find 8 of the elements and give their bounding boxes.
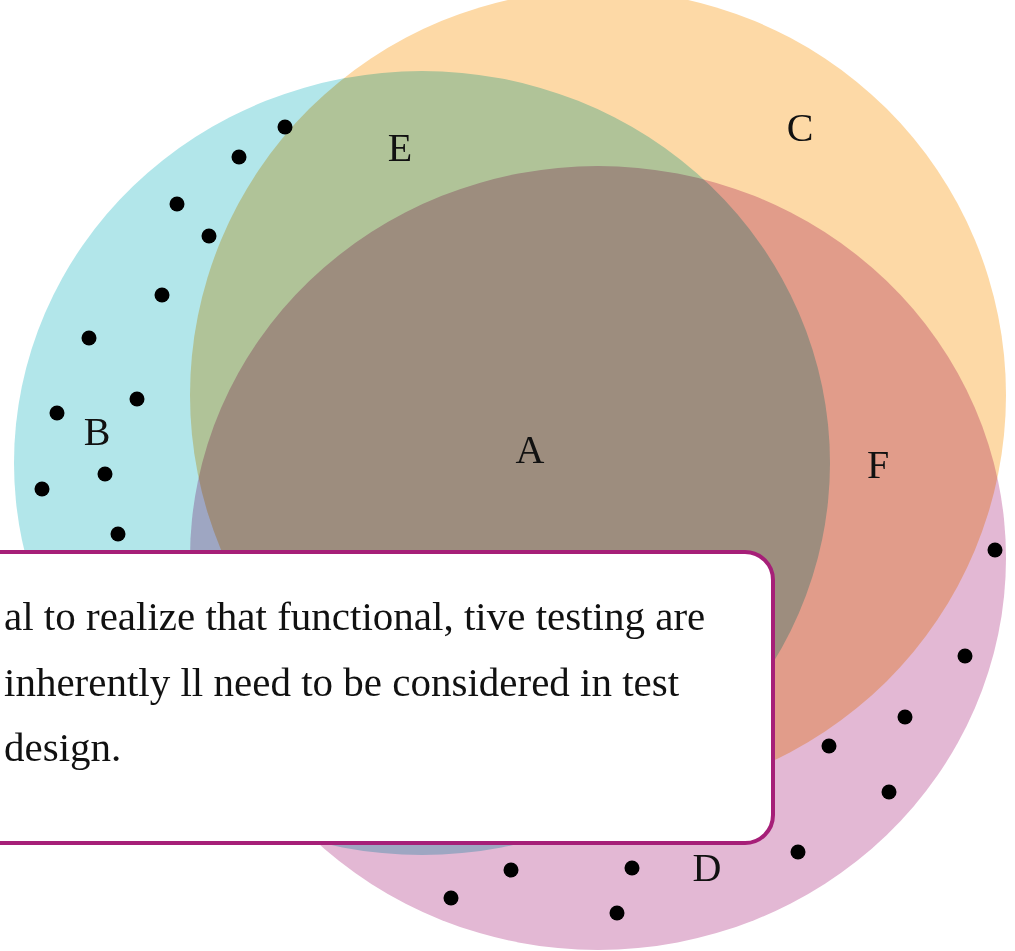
region-label: E [387, 128, 413, 168]
set-label: B [83, 412, 111, 452]
note-callout [0, 550, 775, 845]
region-label: F [866, 445, 890, 485]
set-label: C [786, 108, 814, 148]
note-text: al to realize that functional, tive testing are inherently ll need to be considered in test design. [4, 592, 707, 773]
set-label: D [692, 848, 722, 888]
region-label: A [515, 430, 545, 470]
